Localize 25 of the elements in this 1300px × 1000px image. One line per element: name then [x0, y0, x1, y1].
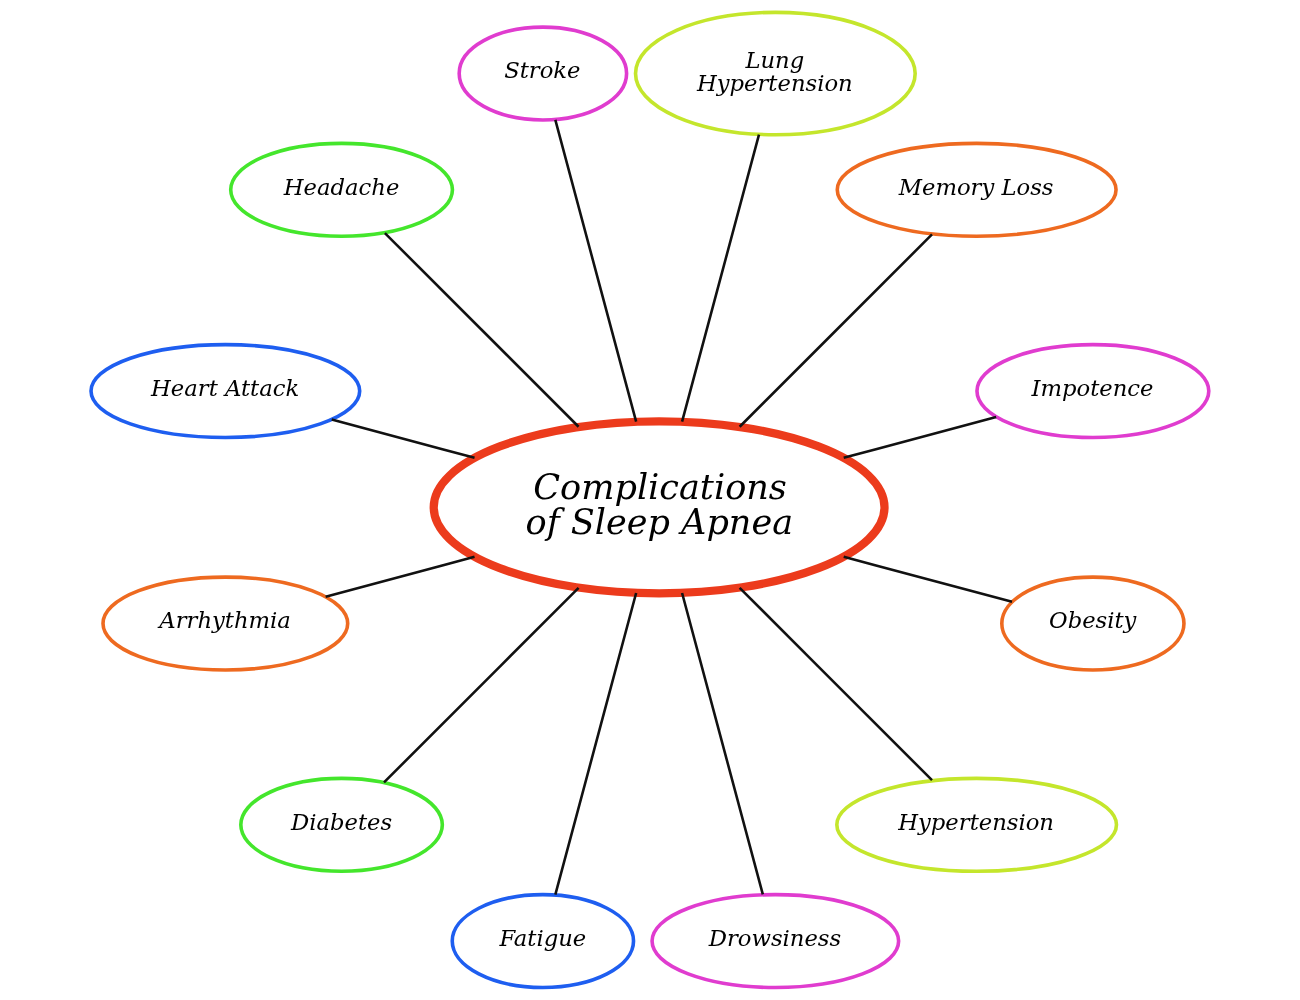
connector [383, 586, 580, 784]
node-ellipse: Fatigue [450, 892, 636, 990]
node-ellipse: Drowsiness [650, 892, 901, 990]
connector [680, 134, 761, 422]
node-ellipse: Lung Hypertension [633, 10, 917, 137]
node-ellipse: Stroke [457, 25, 629, 122]
connector [554, 119, 638, 422]
connector [738, 233, 933, 428]
node-ellipse: Heart Attack [89, 342, 362, 440]
connector [680, 592, 765, 895]
connector [325, 555, 475, 598]
connector [843, 555, 1013, 604]
connector [738, 586, 933, 782]
connector [554, 592, 638, 895]
node-ellipse: Impotence [975, 342, 1211, 440]
node-ellipse: Complications of Sleep Apnea [429, 417, 889, 598]
node-ellipse: Hypertension [835, 776, 1119, 874]
node-ellipse: Arrhythmia [101, 575, 350, 672]
connector [331, 418, 475, 460]
connector [843, 415, 997, 460]
node-ellipse: Memory Loss [835, 141, 1118, 238]
node-ellipse: Obesity [1000, 575, 1186, 672]
node-ellipse: Diabetes [239, 776, 445, 874]
node-ellipse: Headache [228, 141, 455, 238]
connector [384, 232, 580, 428]
